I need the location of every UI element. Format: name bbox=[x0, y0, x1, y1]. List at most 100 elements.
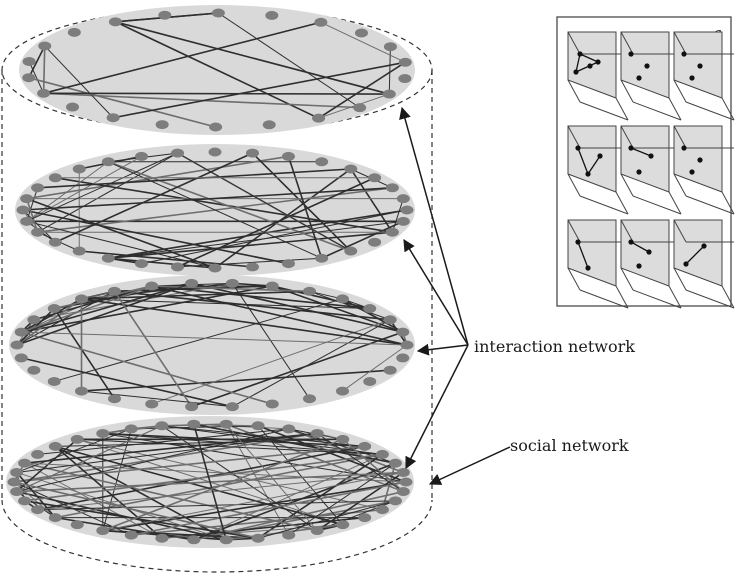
network-node bbox=[31, 505, 45, 515]
network-edge bbox=[108, 161, 352, 252]
motif-box-edge bbox=[567, 79, 581, 103]
motif-node bbox=[636, 75, 642, 81]
network-node bbox=[251, 421, 265, 431]
network-node bbox=[155, 421, 169, 431]
network-node bbox=[382, 89, 396, 99]
network-node bbox=[108, 286, 121, 296]
network-node bbox=[225, 278, 239, 288]
network-edge bbox=[350, 168, 394, 233]
network-edge bbox=[42, 45, 46, 94]
network-edge bbox=[22, 209, 289, 265]
motif-box-edge bbox=[567, 125, 581, 149]
motif-node bbox=[636, 169, 642, 175]
motif-box-edge bbox=[673, 219, 687, 243]
network-edge bbox=[25, 198, 39, 233]
network-node bbox=[385, 183, 399, 193]
network-node bbox=[31, 449, 45, 459]
network-node bbox=[363, 376, 377, 386]
network-node bbox=[67, 27, 81, 37]
network-edge bbox=[108, 257, 216, 269]
network-node bbox=[20, 216, 34, 226]
network-node bbox=[358, 441, 372, 451]
network-edge bbox=[77, 438, 383, 455]
network-edge bbox=[16, 432, 318, 473]
network-edge bbox=[44, 45, 114, 119]
motif-node bbox=[681, 145, 687, 151]
network-node bbox=[187, 535, 201, 545]
motif-box-edge bbox=[673, 31, 687, 55]
motif-node bbox=[701, 243, 707, 249]
network-node bbox=[262, 120, 276, 130]
network-edge bbox=[391, 198, 404, 233]
network-edge bbox=[342, 344, 408, 392]
motif-edge bbox=[630, 241, 650, 253]
motif-node bbox=[646, 249, 652, 255]
network-node bbox=[358, 513, 372, 523]
network-node bbox=[281, 259, 295, 269]
network-node bbox=[383, 315, 397, 325]
network-edge bbox=[115, 21, 319, 119]
network-edge bbox=[26, 161, 109, 222]
network-node bbox=[158, 10, 172, 20]
motif-node bbox=[628, 51, 634, 57]
network-node bbox=[155, 533, 169, 543]
network-edge bbox=[53, 308, 116, 400]
network-edge bbox=[318, 61, 406, 119]
network-node bbox=[38, 41, 52, 51]
network-layers bbox=[6, 5, 415, 548]
motif-node bbox=[681, 51, 687, 57]
network-edge bbox=[177, 257, 322, 268]
network-node bbox=[10, 487, 24, 497]
motif-edge bbox=[577, 147, 589, 175]
network-node bbox=[396, 216, 410, 226]
network-edge bbox=[28, 45, 46, 79]
network-node bbox=[368, 173, 382, 183]
network-node bbox=[22, 73, 36, 83]
interaction-layer-2 bbox=[15, 144, 415, 276]
motif-node bbox=[689, 75, 695, 81]
motif-node bbox=[597, 153, 603, 159]
network-node bbox=[315, 157, 329, 167]
network-edge bbox=[177, 152, 352, 252]
layer-nodes bbox=[16, 147, 414, 273]
network-edge bbox=[54, 285, 152, 310]
network-node bbox=[211, 8, 225, 18]
arrow-to-layer-3 bbox=[416, 343, 469, 356]
network-node bbox=[72, 246, 86, 256]
motif-box-edge bbox=[620, 173, 634, 197]
network-node bbox=[315, 253, 329, 263]
network-node bbox=[282, 530, 296, 540]
network-node bbox=[48, 237, 62, 247]
arrow-social-network bbox=[428, 446, 511, 485]
network-edge bbox=[108, 220, 404, 259]
network-node bbox=[31, 227, 45, 237]
network-node bbox=[47, 376, 61, 386]
motif-box-edge bbox=[620, 31, 634, 55]
network-node bbox=[48, 173, 62, 183]
network-edge bbox=[26, 197, 216, 269]
network-edge bbox=[28, 61, 45, 94]
motif-box-edge bbox=[567, 267, 581, 291]
network-edge bbox=[16, 425, 163, 493]
network-node bbox=[281, 151, 295, 161]
network-edge bbox=[33, 282, 233, 321]
network-node bbox=[388, 458, 402, 468]
network-edge bbox=[388, 46, 391, 95]
motif-node bbox=[585, 171, 591, 177]
network-edge bbox=[257, 500, 396, 539]
network-edge bbox=[151, 319, 391, 405]
motif-box-edge bbox=[632, 195, 682, 215]
network-node bbox=[7, 477, 21, 487]
layer-nodes bbox=[22, 8, 412, 132]
motif-box-edge bbox=[685, 195, 735, 215]
network-node bbox=[396, 353, 410, 363]
network-edge bbox=[54, 298, 343, 382]
social-network-label: social network bbox=[510, 436, 629, 455]
network-node bbox=[344, 164, 358, 174]
network-edge bbox=[13, 445, 365, 483]
network-node bbox=[108, 17, 122, 27]
network-edge bbox=[102, 438, 344, 532]
network-edge bbox=[16, 471, 56, 519]
arrow-to-social-layer-from-interaction bbox=[405, 344, 469, 470]
network-node bbox=[388, 496, 402, 506]
